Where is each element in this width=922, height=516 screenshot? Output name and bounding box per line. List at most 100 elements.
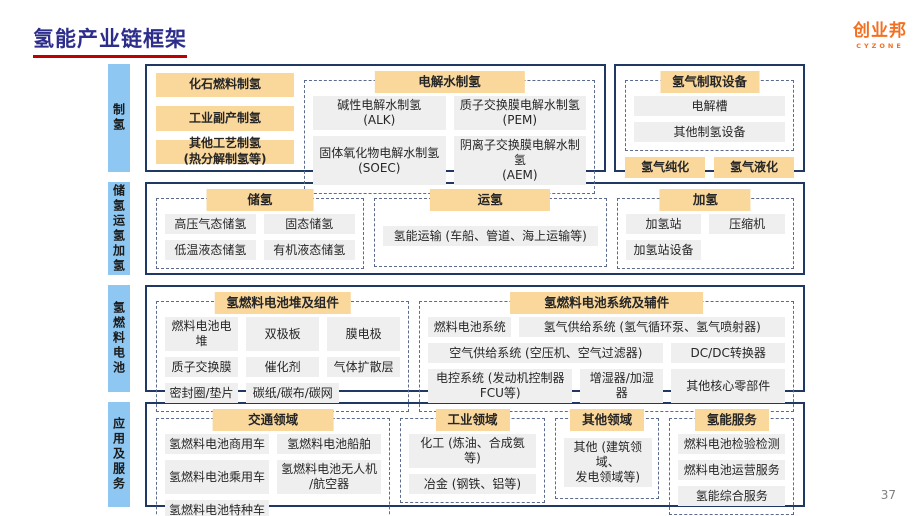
item-cell: 有机液态储氢 [263, 240, 355, 260]
category-box: 工业副产制氢 [156, 106, 294, 131]
bordered-box: 储氢高压气态储氢固态储氢低温液态储氢有机液态储氢运氢氢能运输 (车船、管道、海上… [145, 182, 805, 275]
dashed-group: 氢能服务燃料电池检验检测燃料电池运营服务氢能综合服务 [669, 408, 795, 515]
dashed-group: 交通领域氢燃料电池商用车氢燃料电池船舶氢燃料电池乘用车氢燃料电池无人机 /航空器… [156, 408, 391, 516]
footer-boxes: 氢气纯化氢气液化 [625, 157, 795, 178]
chain-row-0: 制氢化石燃料制氢工业副产制氢其他工艺制氢 (热分解制氢等)电解水制氢碱性电解水制… [108, 64, 805, 194]
cell-grid: 燃料电池系统氢气供给系统 (氢气循环泵、氢气喷射器) 空气供给系统 (空压机、空气… [420, 302, 793, 411]
brand-logo-name: 创业邦 [853, 21, 907, 41]
group-header: 储氢 [206, 189, 314, 211]
item-cell: 增湿器/加湿器 [580, 369, 664, 403]
item-cell: 气体扩散层 [327, 357, 401, 377]
category-box: 其他工艺制氢 (热分解制氢等) [156, 136, 294, 166]
group-header: 其他领域 [570, 409, 645, 431]
item-cell: 其他 (建筑领域、 发电领域等) [563, 437, 652, 487]
cell-grid: 加氢站压缩机加氢站设备 [618, 199, 793, 268]
item-cell: 双极板 [246, 317, 320, 351]
row-boxes: 化石燃料制氢工业副产制氢其他工艺制氢 (热分解制氢等)电解水制氢碱性电解水制氢 … [145, 64, 805, 194]
row-boxes: 氢燃料电池堆及组件燃料电池电堆双极板膜电极质子交换膜催化剂气体扩散层密封圈/垫片… [145, 285, 805, 412]
category-box: 氢气液化 [714, 157, 795, 178]
page-number: 37 [880, 488, 896, 502]
dashed-group: 氢燃料电池系统及辅件燃料电池系统氢气供给系统 (氢气循环泵、氢气喷射器) 空气供给… [419, 291, 794, 412]
item-cell: 低温液态储氢 [165, 240, 256, 260]
item-cell: 氢燃料电池无人机 /航空器 [277, 460, 382, 494]
item-cell: 化工 (炼油、合成氨等) [409, 434, 536, 468]
cell-grid: 电解槽其他制氢设备 [626, 81, 793, 150]
cell-grid: 燃料电池电堆双极板膜电极质子交换膜催化剂气体扩散层密封圈/垫片碳纸/碳布/碳网 [157, 302, 408, 411]
row-label: 储氢运氢加氢 [108, 182, 130, 275]
diagram: 制氢化石燃料制氢工业副产制氢其他工艺制氢 (热分解制氢等)电解水制氢碱性电解水制… [108, 64, 805, 516]
item-cell: 空气供给系统 (空压机、空气过滤器) [428, 343, 664, 363]
dashed-group: 运氢氢能运输 (车船、管道、海上运输等) [373, 188, 607, 267]
item-cell: 加氢站 [625, 214, 702, 234]
dashed-box: 氢气制取设备电解槽其他制氢设备 [625, 71, 794, 151]
item-cell: 其他制氢设备 [634, 122, 785, 142]
cell-grid: 其他 (建筑领域、 发电领域等) [556, 419, 659, 498]
dashed-group: 工业领域化工 (炼油、合成氨等) 冶金 (钢铁、铝等) [400, 408, 545, 503]
chain-row-1: 储氢运氢加氢储氢高压气态储氢固态储氢低温液态储氢有机液态储氢运氢氢能运输 (车船… [108, 182, 805, 275]
item-cell: 燃料电池运营服务 [678, 460, 786, 480]
item-cell: 燃料电池检验检测 [678, 434, 786, 454]
cell-grid: 燃料电池检验检测燃料电池运营服务氢能综合服务 [670, 419, 793, 514]
item-cell: 氢燃料电池乘用车 [165, 460, 270, 494]
item-cell: 燃料电池电堆 [165, 317, 239, 351]
group-header: 氢气制取设备 [660, 71, 760, 93]
page-title: 氢能产业链框架 [33, 27, 187, 59]
dashed-group: 电解水制氢碱性电解水制氢 (ALK)质子交换膜电解水制氢 (PEM)固体氧化物电… [304, 70, 596, 194]
cell-grid: 氢燃料电池商用车氢燃料电池船舶氢燃料电池乘用车氢燃料电池无人机 /航空器氢燃料电… [157, 419, 389, 516]
dashed-group: 其他领域其他 (建筑领域、 发电领域等) [554, 408, 660, 499]
row-boxes: 交通领域氢燃料电池商用车氢燃料电池船舶氢燃料电池乘用车氢燃料电池无人机 /航空器… [145, 402, 805, 516]
item-cell: 碱性电解水制氢 (ALK) [313, 96, 446, 130]
cell-grid: 化工 (炼油、合成氨等) 冶金 (钢铁、铝等) [401, 419, 544, 502]
item-cell: 燃料电池系统 [428, 317, 512, 337]
dashed-group: 加氢加氢站压缩机加氢站设备 [616, 188, 794, 269]
cell-grid: 碱性电解水制氢 (ALK)质子交换膜电解水制氢 (PEM)固体氧化物电解水制氢 … [305, 81, 594, 193]
dashed-box: 运氢氢能运输 (车船、管道、海上运输等) [373, 189, 607, 267]
dashed-group: 氢气制取设备电解槽其他制氢设备氢气纯化氢气液化 [625, 70, 795, 178]
item-cell: 电控系统 (发动机控制器FCU等) [428, 369, 573, 403]
item-cell: 质子交换膜电解水制氢 (PEM) [453, 96, 587, 130]
item-cell: 膜电极 [327, 317, 401, 351]
dashed-box: 交通领域氢燃料电池商用车氢燃料电池船舶氢燃料电池乘用车氢燃料电池无人机 /航空器… [156, 409, 391, 516]
item-cell: 氢能运输 (车船、管道、海上运输等) [382, 226, 598, 246]
stack-group: 化石燃料制氢工业副产制氢其他工艺制氢 (热分解制氢等) [156, 73, 294, 166]
group-header: 交通领域 [212, 409, 334, 431]
group-header: 氢燃料电池堆及组件 [214, 292, 351, 314]
item-cell: 氢气供给系统 (氢气循环泵、氢气喷射器) [519, 317, 785, 337]
dashed-group: 氢燃料电池堆及组件燃料电池电堆双极板膜电极质子交换膜催化剂气体扩散层密封圈/垫片… [156, 291, 410, 412]
chain-row-3: 应用及服务 交通领域氢燃料电池商用车氢燃料电池船舶氢燃料电池乘用车氢燃料电池无人机… [108, 402, 805, 516]
item-cell: 氢能综合服务 [678, 486, 786, 506]
dashed-box: 储氢高压气态储氢固态储氢低温液态储氢有机液态储氢 [156, 189, 364, 269]
category-box: 氢气纯化 [625, 157, 706, 178]
row-label: 应用及服务 [108, 402, 130, 507]
item-cell: 压缩机 [709, 214, 785, 234]
group-header: 电解水制氢 [374, 71, 525, 93]
item-cell: DC/DC转换器 [671, 343, 785, 363]
item-cell: 固态储氢 [263, 214, 355, 234]
group-header: 加氢 [659, 189, 751, 211]
bordered-box: 交通领域氢燃料电池商用车氢燃料电池船舶氢燃料电池乘用车氢燃料电池无人机 /航空器… [145, 402, 805, 516]
item-cell: 冶金 (钢铁、铝等) [409, 474, 536, 494]
category-box: 化石燃料制氢 [156, 73, 294, 98]
dashed-group: 储氢高压气态储氢固态储氢低温液态储氢有机液态储氢 [156, 188, 364, 269]
item-cell: 其他核心零部件 [671, 369, 785, 403]
group-header: 工业领域 [435, 409, 510, 431]
bordered-box: 氢燃料电池堆及组件燃料电池电堆双极板膜电极质子交换膜催化剂气体扩散层密封圈/垫片… [145, 285, 805, 412]
item-cell: 碳纸/碳布/碳网 [246, 383, 340, 403]
row-boxes: 储氢高压气态储氢固态储氢低温液态储氢有机液态储氢运氢氢能运输 (车船、管道、海上… [145, 182, 805, 275]
item-cell: 高压气态储氢 [165, 214, 256, 234]
bordered-box: 化石燃料制氢工业副产制氢其他工艺制氢 (热分解制氢等)电解水制氢碱性电解水制氢 … [145, 64, 607, 194]
dashed-box: 加氢加氢站压缩机加氢站设备 [616, 189, 794, 269]
group-header: 氢燃料电池系统及辅件 [509, 292, 704, 314]
row-label: 氢燃料电池 [108, 285, 130, 392]
group-header: 氢能服务 [694, 409, 769, 431]
item-cell: 固体氧化物电解水制氢 (SOEC) [313, 136, 446, 185]
dashed-box: 氢燃料电池系统及辅件燃料电池系统氢气供给系统 (氢气循环泵、氢气喷射器) 空气供给… [419, 292, 794, 412]
item-cell: 电解槽 [634, 96, 785, 116]
dashed-box: 工业领域化工 (炼油、合成氨等) 冶金 (钢铁、铝等) [400, 409, 545, 503]
item-cell: 密封圈/垫片 [165, 383, 239, 403]
dashed-box: 氢能服务燃料电池检验检测燃料电池运营服务氢能综合服务 [669, 409, 795, 515]
group-header: 运氢 [430, 189, 551, 211]
dashed-box: 其他领域其他 (建筑领域、 发电领域等) [554, 409, 660, 499]
item-cell: 加氢站设备 [625, 240, 702, 260]
